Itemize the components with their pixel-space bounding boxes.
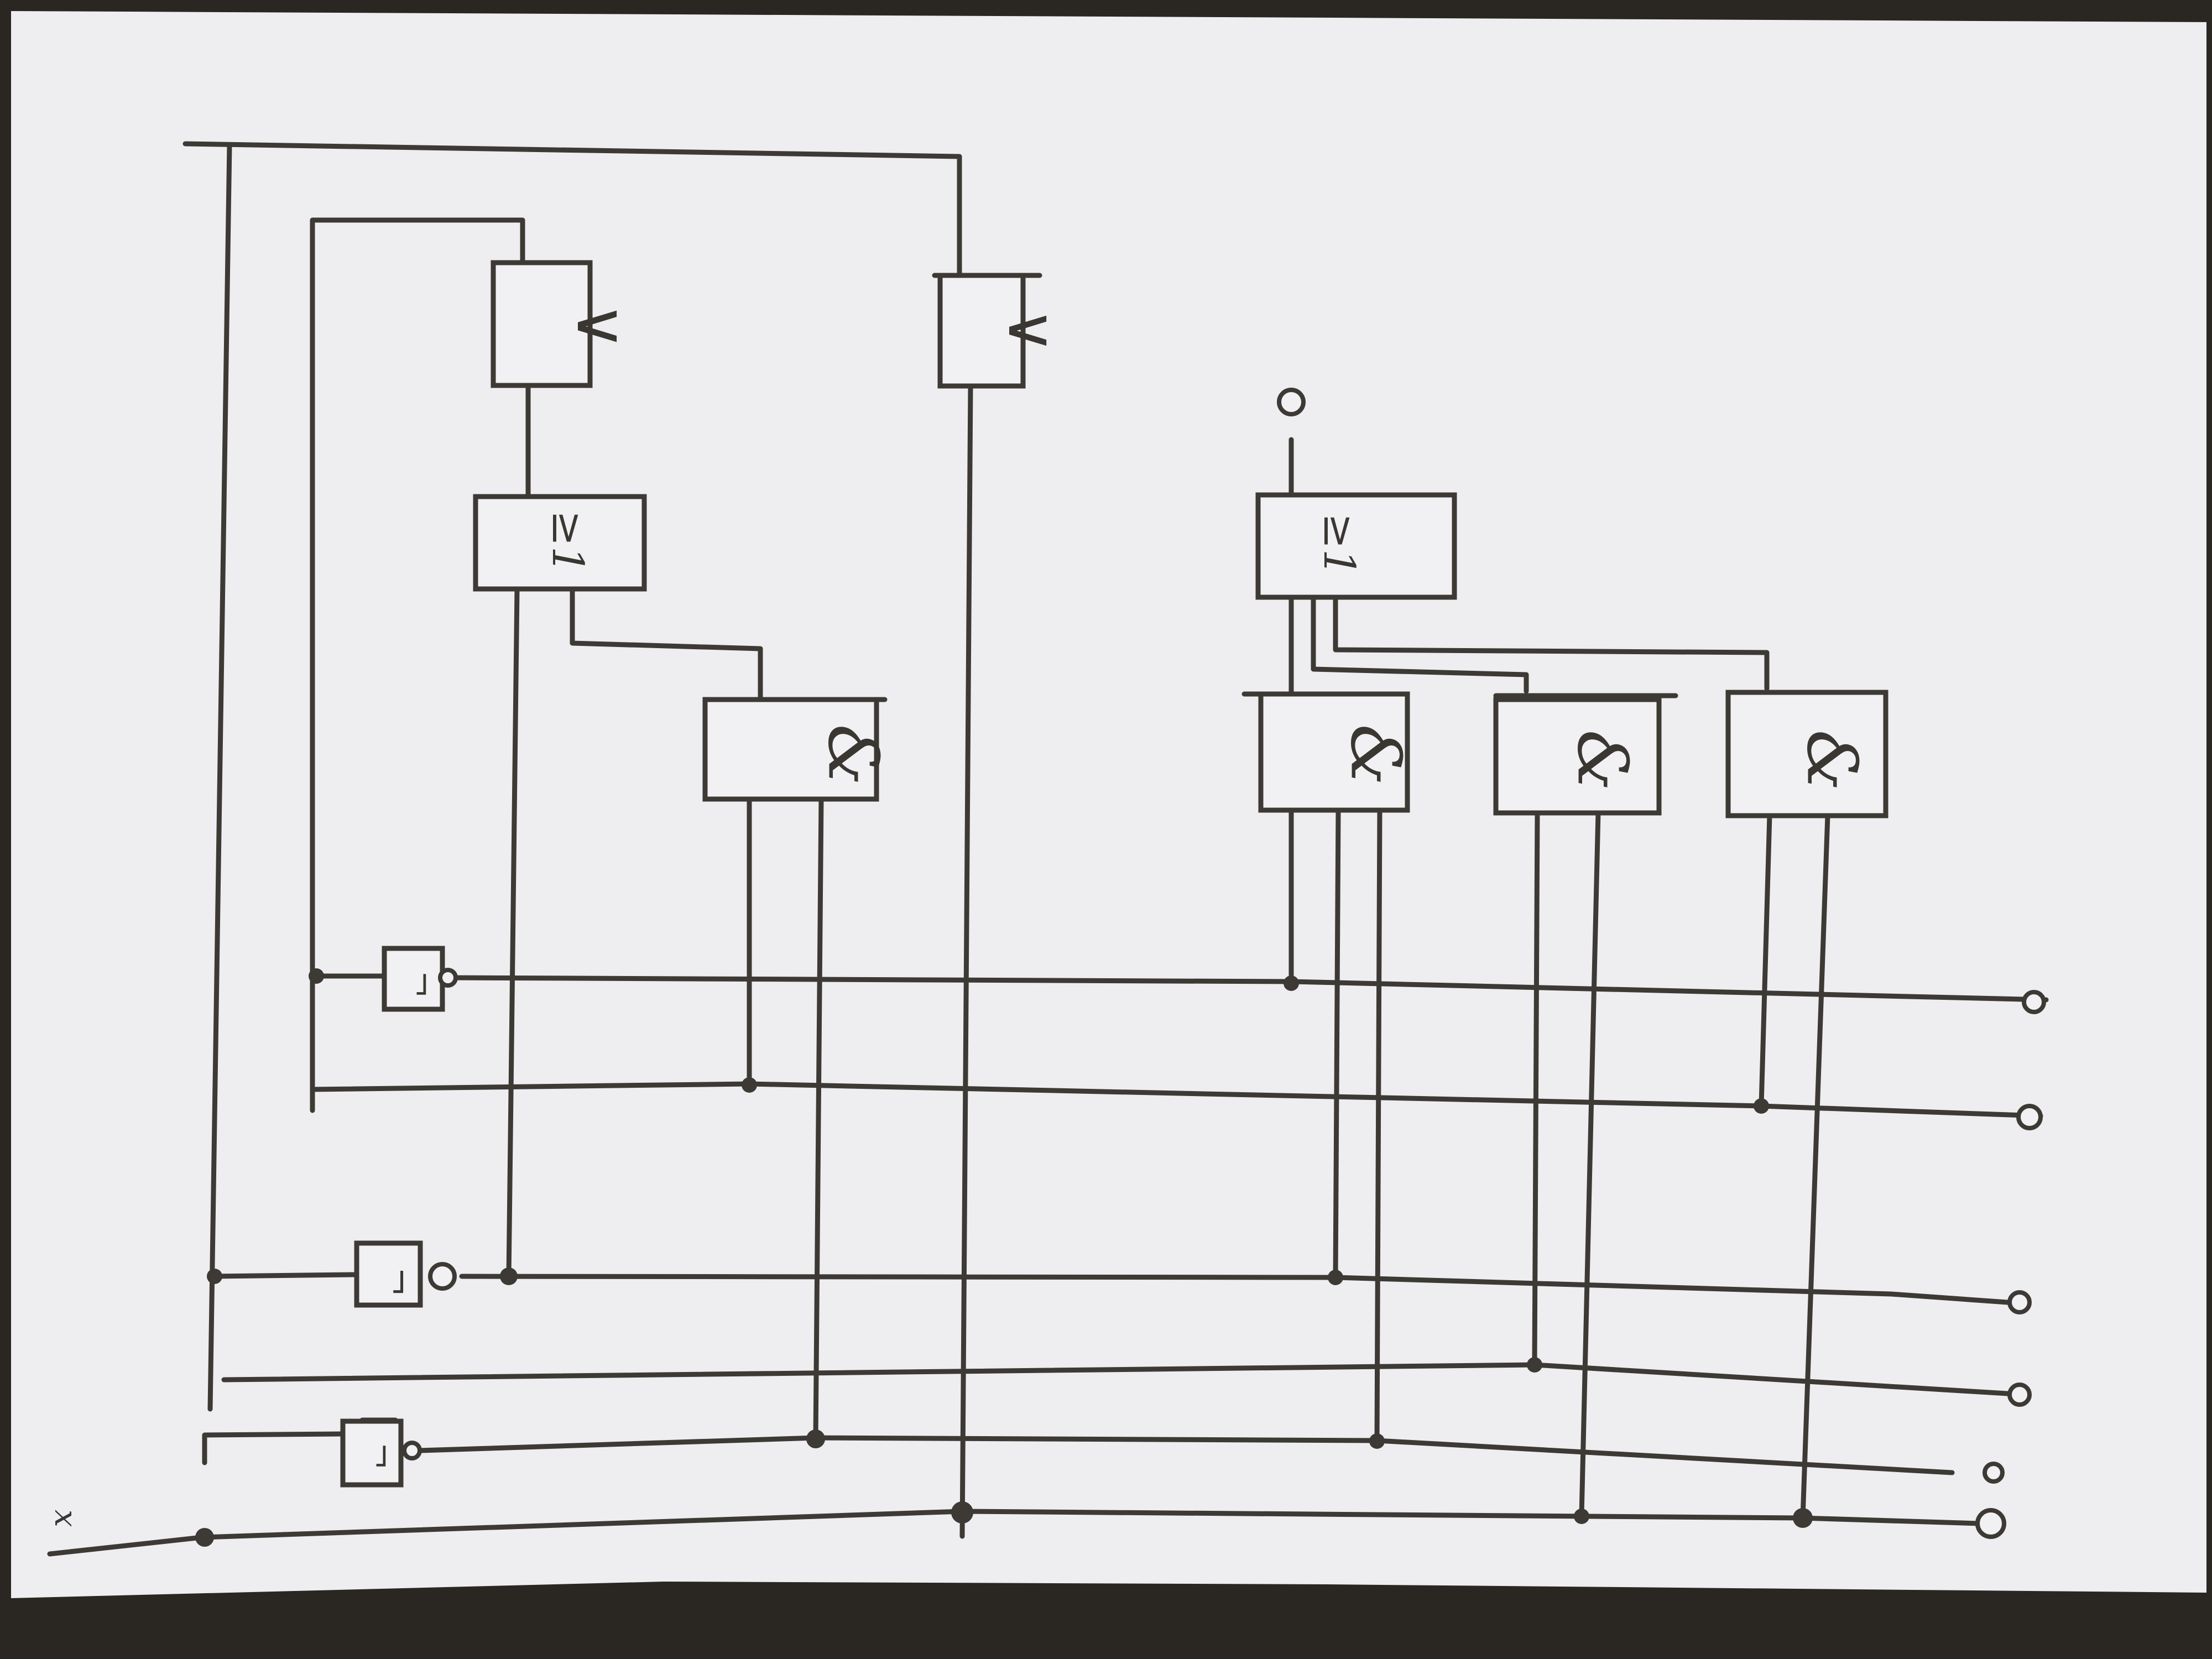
wire-or2-leg [959,383,973,1539]
and-gate-3: & [1493,693,1678,816]
bus-line-3-out [459,1274,2010,1305]
terminal-out-1 [2022,990,2046,1014]
and-gate-3-symbol: & [1562,729,1642,791]
wire-ge1-out-b [570,586,763,702]
bus-line-3-in [210,1272,357,1279]
terminal-out-2 [2016,1104,2043,1130]
not-gate-1-symbol: ¬ [404,971,442,998]
not-gate-3: ¬ [340,1417,422,1488]
and-gate-1-symbol: & [813,724,893,785]
and-gate-4-symbol: & [1792,729,1872,791]
and-gate-4: & [1725,690,1888,818]
threshold-gate-1-symbol: ≥1 [542,510,592,574]
terminal-out-3 [2007,1290,2032,1314]
or-gate-2: ∨ [932,273,1068,389]
wire-and1-leg-b [813,796,824,1441]
bus-line-2 [310,1081,2043,1119]
wires [47,141,2049,1557]
paper-sheet [11,11,2206,1598]
wire-and4-leg-a [1759,813,1772,1108]
wire-top-loop [182,141,962,278]
or-gate-1: ∨ [491,260,639,388]
and-gate-2-symbol: & [1335,724,1416,785]
wire-and2-leg-b [1374,807,1383,1443]
or-gate-2-symbol: ∨ [994,307,1068,354]
threshold-gate-2-symbol: ≥1 [1314,513,1364,577]
input-x-label: x [48,1510,84,1527]
not-gate-3-symbol: ¬ [363,1442,402,1470]
bus-line-5-out [418,1435,1955,1475]
wire-ge1-out-a [506,586,520,1279]
bus-line-5-in [202,1431,346,1465]
wire-left-rail [207,142,232,1412]
not-gate-2-symbol: ¬ [379,1267,420,1297]
or-gate-1-symbol: ∨ [562,302,639,351]
wire-and2-leg-a [1333,807,1341,1280]
terminal-out-6 [1975,1508,2006,1539]
wire-and3-leg-b [1579,810,1601,1518]
wire-and3-leg-a [1532,810,1540,1368]
not-gate-1: ¬ [382,946,458,1012]
not-gate-2: ¬ [354,1240,457,1308]
wire-second-loop [310,217,525,1113]
wire-ge2-out-c [1333,594,1770,691]
junction-dots [195,968,1813,1547]
terminal-out-4 [2007,1383,2032,1407]
threshold-gate-2: ≥1 [1255,492,1457,600]
terminal-out-5 [1983,1462,2005,1484]
threshold-gate-1: ≥1 [473,494,647,592]
and-gate-1: & [702,697,893,802]
output-terminals [1277,388,2046,1539]
wire-and4-leg-b [1800,813,1830,1521]
and-gate-2: & [1241,691,1416,813]
terminal-ge2-top [1277,388,1306,416]
wire-ge2-out-b [1311,594,1529,694]
